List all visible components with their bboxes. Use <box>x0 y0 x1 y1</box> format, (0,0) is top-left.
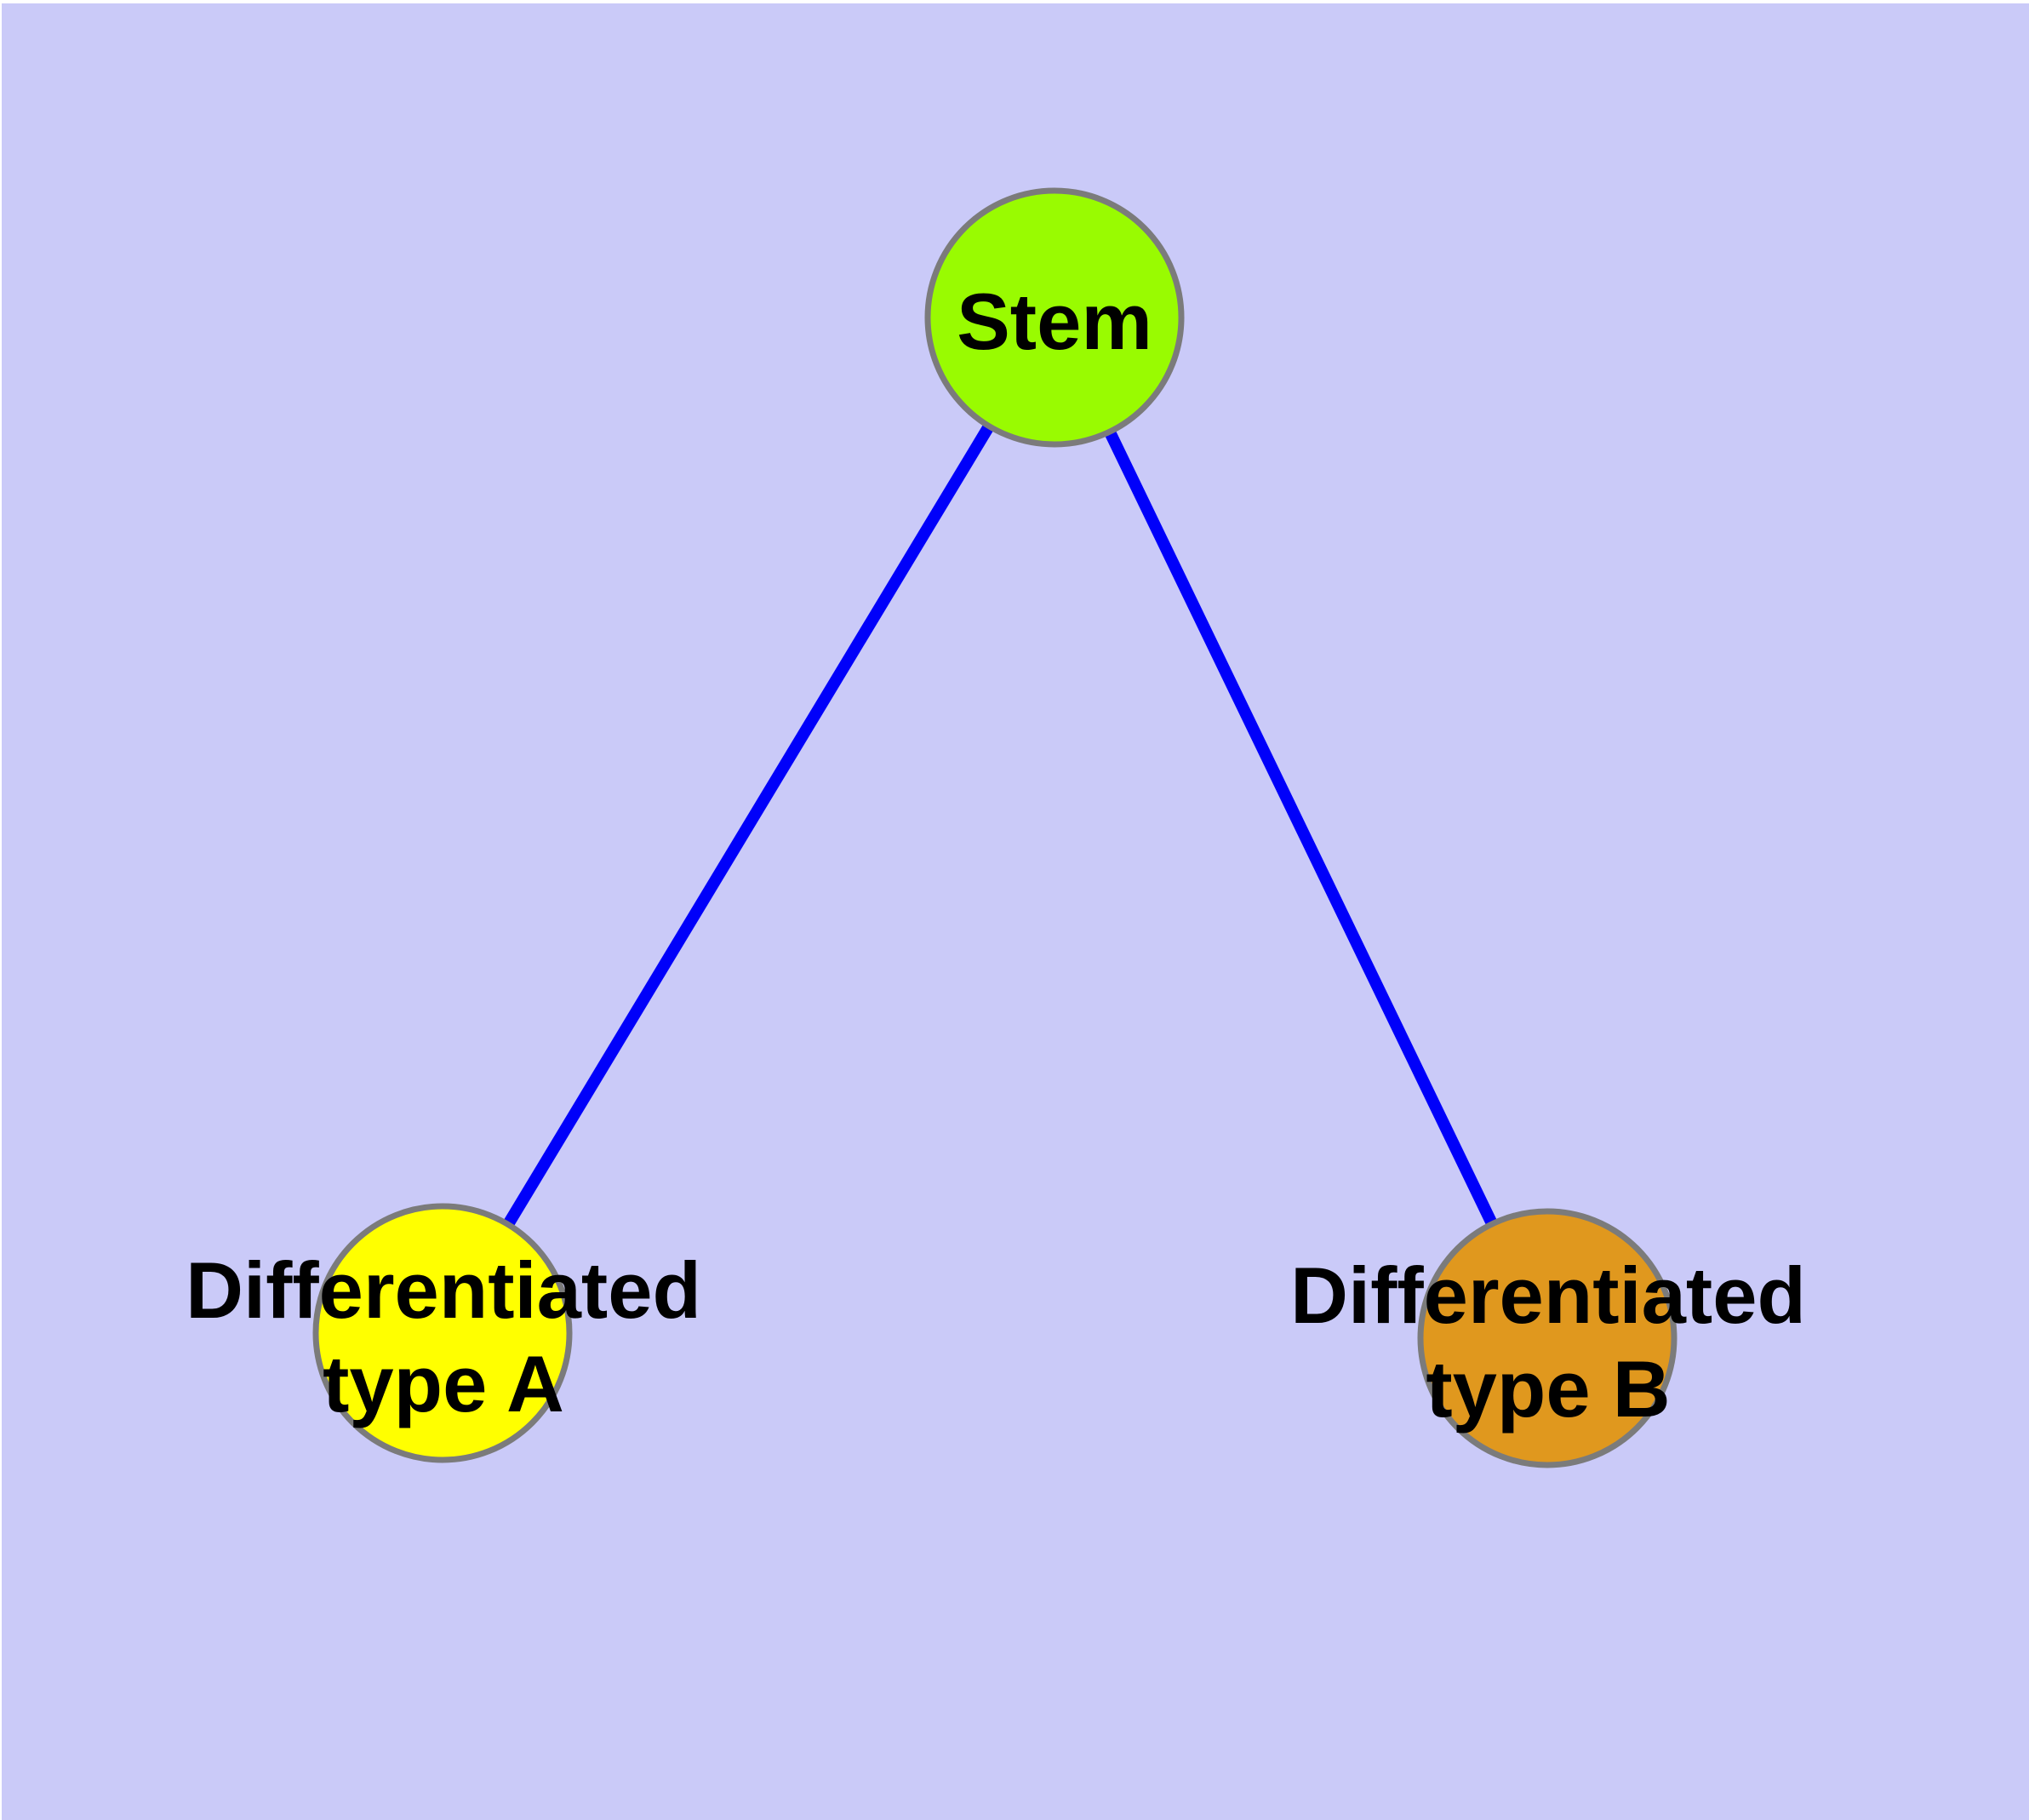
node-stem <box>924 187 1185 448</box>
node-label-differentiated-type-b: Differentiated type B <box>1290 1249 1806 1436</box>
node-label-line: Stem <box>957 277 1152 366</box>
node-label-line: type A <box>323 1339 564 1428</box>
node-label-line: type B <box>1426 1344 1671 1434</box>
node-label-differentiated-type-a: Differentiated type A <box>186 1244 701 1431</box>
node-label-line: Differentiated <box>186 1245 701 1335</box>
node-differentiated-type-b <box>1417 1208 1677 1468</box>
edge-stem-to-type-a <box>437 314 1060 1336</box>
node-label-line: Differentiated <box>1290 1251 1806 1340</box>
stem-cell-differentiation-graph <box>2 3 2029 1820</box>
node-label-stem: Stem <box>957 275 1152 369</box>
edge-stem-to-type-b <box>1049 314 1553 1342</box>
node-differentiated-type-a <box>312 1203 573 1463</box>
